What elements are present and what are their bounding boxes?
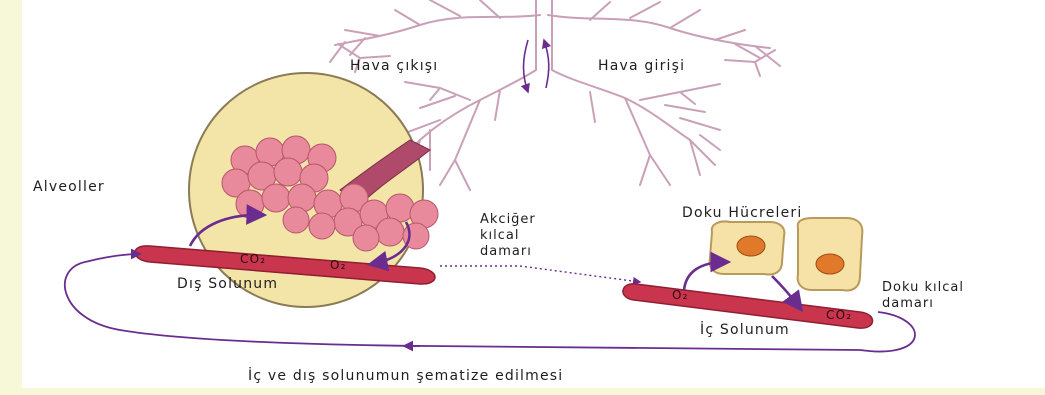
- airflow-in-arrow: [544, 40, 549, 88]
- label-alveoli: Alveoller: [33, 179, 105, 195]
- label-lung-capillary-1: Akciğer: [480, 212, 536, 227]
- label-co2-tissue: CO₂: [826, 308, 852, 322]
- label-air-out: Hava çıkışı: [350, 58, 438, 74]
- label-tissue-cells: Doku Hücreleri: [682, 205, 802, 221]
- label-external-respiration: Dış Solunum: [177, 276, 278, 292]
- blood-flow-arrow: [440, 266, 640, 282]
- label-tissue-capillary-2: damarı: [882, 296, 934, 311]
- label-tissue-capillary-1: Doku kılcal: [882, 280, 964, 295]
- label-co2-lung: CO₂: [240, 252, 266, 266]
- label-lung-capillary-2: kılcal: [480, 228, 519, 243]
- label-o2-lung: O₂: [330, 258, 347, 272]
- tissue-cells: [710, 218, 863, 290]
- airflow-out-arrow: [524, 40, 529, 92]
- label-o2-tissue: O₂: [672, 288, 689, 302]
- label-internal-respiration: İç Solunum: [700, 322, 790, 338]
- label-air-in: Hava girişi: [598, 58, 685, 74]
- label-lung-capillary-3: damarı: [480, 244, 532, 259]
- diagram-caption: İç ve dış solunumun şematize edilmesi: [248, 368, 563, 384]
